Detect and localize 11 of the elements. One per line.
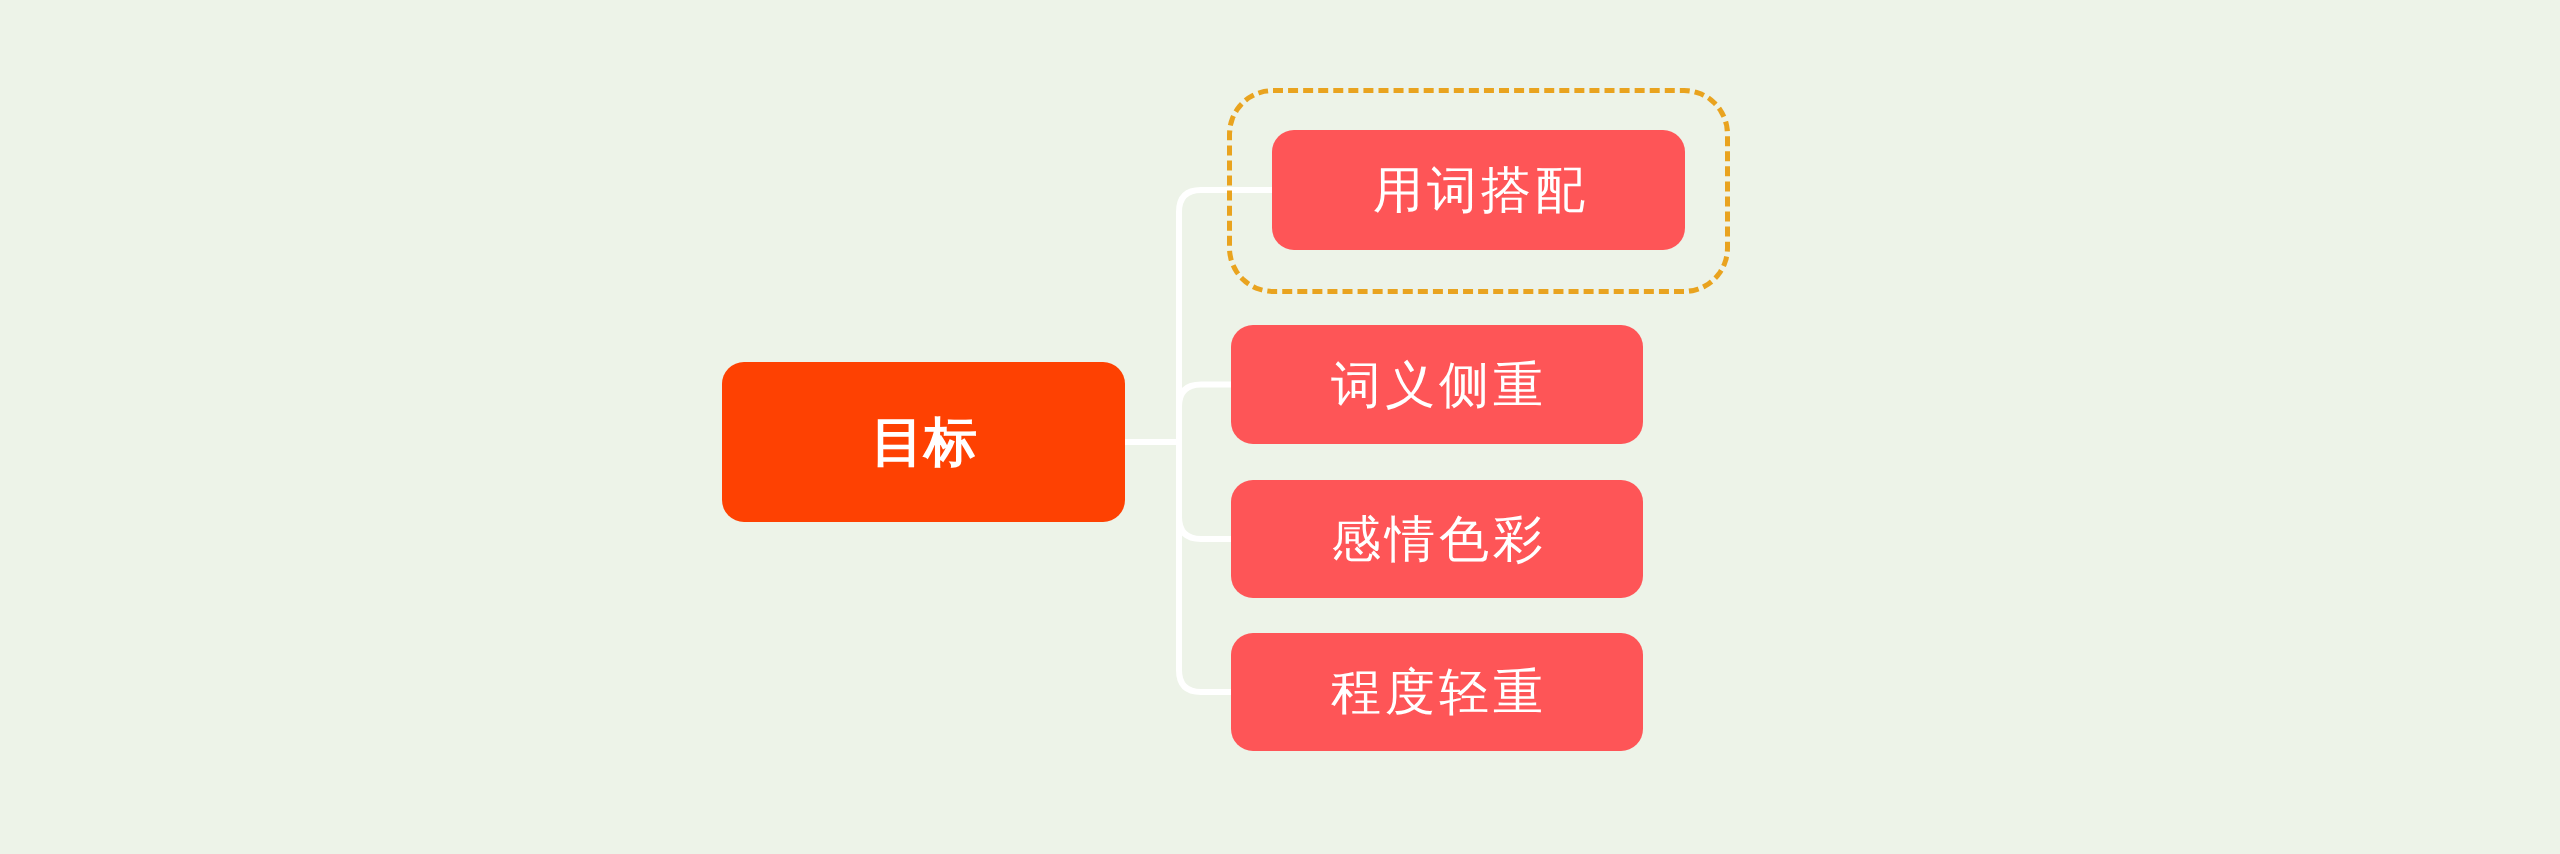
subtopic-box — [1231, 480, 1643, 598]
topic-label: 用词搭配 — [1371, 160, 1589, 220]
root-topic-box — [722, 362, 1125, 522]
dashed-highlight-frame — [1227, 88, 1730, 294]
topic-label: 感情色彩 — [1330, 509, 1547, 569]
topic-label: 程度轻重 — [1330, 662, 1547, 722]
topic-label: 词义侧重 — [1330, 354, 1547, 415]
subtopic-box — [1272, 130, 1685, 250]
topic-label: 目标 — [870, 410, 977, 474]
subtopic-box — [1231, 325, 1643, 444]
subtopic-box — [1231, 633, 1643, 751]
